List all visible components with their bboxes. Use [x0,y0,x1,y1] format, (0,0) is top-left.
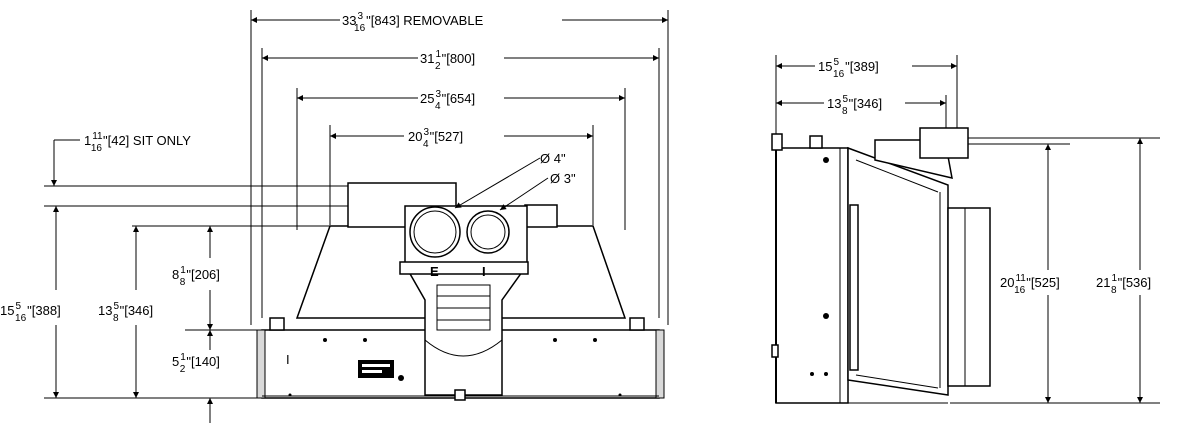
letter-i: I [482,264,486,279]
vent-3-label: Ø 3" [550,171,576,186]
letter-e: E [430,264,439,279]
vent-4-label: Ø 4" [540,151,566,166]
letter-i-left: I [286,352,290,367]
